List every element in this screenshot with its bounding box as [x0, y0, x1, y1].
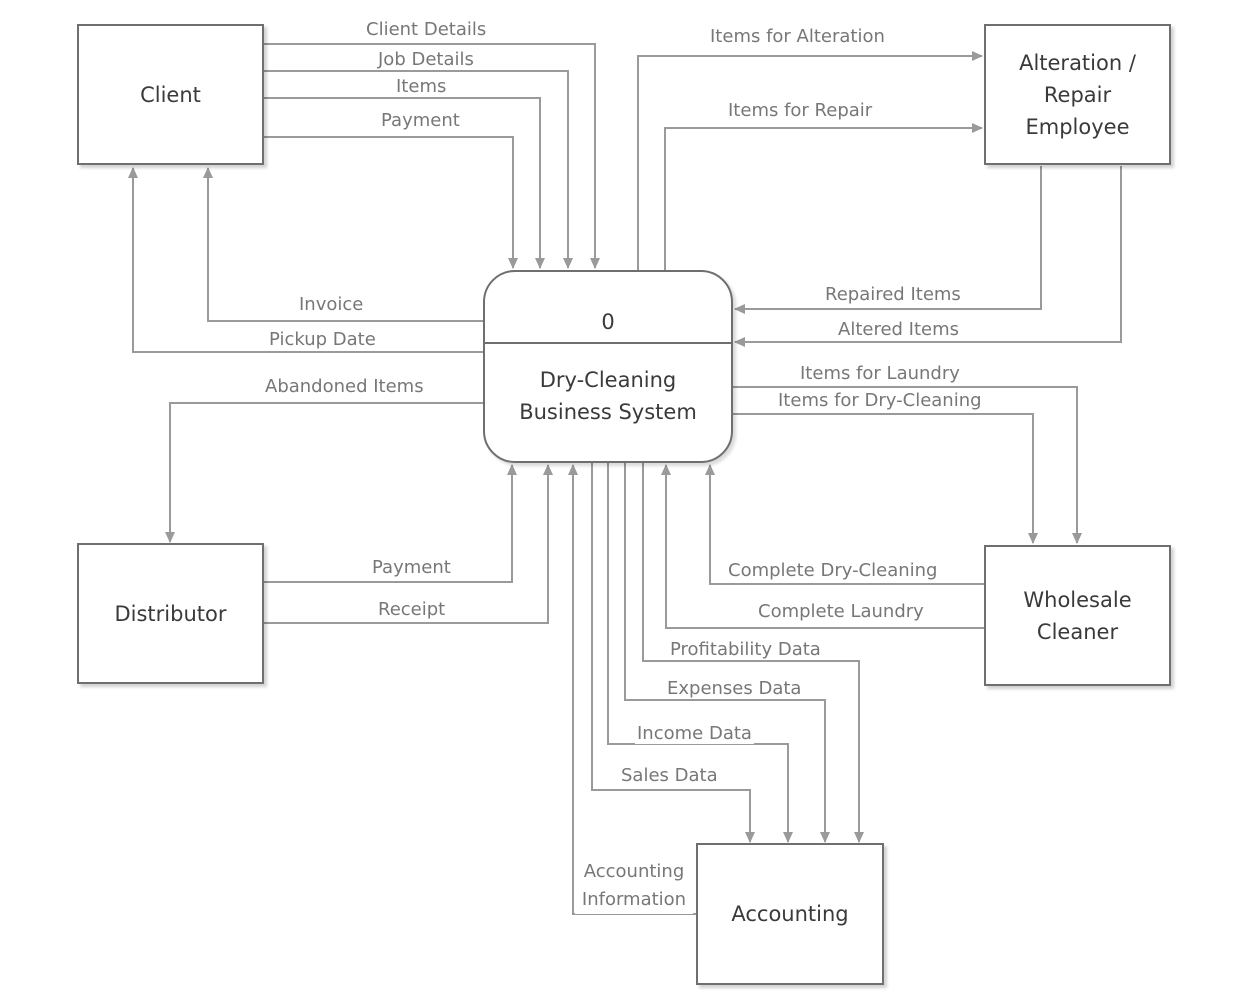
entity-distributor: Distributor [77, 543, 264, 684]
entity-client-label: Client [140, 82, 201, 107]
entity-alteration-repair-employee: Alteration / Repair Employee [984, 24, 1171, 165]
flow-complete-dry-cleaning [705, 464, 984, 585]
flow-repaired-items [734, 166, 1042, 314]
label-items-for-alteration: Items for Alteration [708, 26, 887, 47]
label-receipt: Receipt [376, 599, 448, 620]
flow-abandoned-items [165, 402, 483, 543]
flow-accounting-information [568, 464, 696, 915]
label-sales-data: Sales Data [619, 765, 720, 786]
label-repaired-items: Repaired Items [823, 284, 963, 305]
label-expenses-data: Expenses Data [665, 678, 804, 699]
flow-income-data [607, 463, 793, 843]
flow-items-for-dry-cleaning [733, 413, 1038, 544]
flow-items-for-laundry [733, 386, 1082, 544]
label-abandoned-items: Abandoned Items [263, 376, 426, 397]
process-divider [485, 342, 731, 344]
entity-wholesale-label: Wholesale Cleaner [1023, 587, 1132, 644]
label-items: Items [394, 76, 449, 97]
label-payment-client: Payment [379, 110, 462, 131]
flow-receipt [264, 464, 553, 624]
entity-accounting: Accounting [696, 843, 884, 985]
flow-client-details [264, 43, 600, 269]
label-income-data: Income Data [635, 723, 754, 744]
label-accounting-information: Accounting Information [575, 858, 693, 914]
flow-items [264, 97, 545, 269]
flow-pickup-date [128, 167, 483, 353]
entity-wholesale-cleaner: Wholesale Cleaner [984, 545, 1171, 686]
flow-payment-client [264, 136, 518, 269]
label-pickup-date: Pickup Date [267, 329, 378, 350]
flow-invoice [203, 167, 483, 322]
label-complete-dry-cleaning: Complete Dry-Cleaning [726, 560, 940, 581]
label-complete-laundry: Complete Laundry [756, 601, 926, 622]
flow-sales-data [591, 463, 755, 843]
flow-profitability-data [642, 463, 864, 843]
label-client-details: Client Details [364, 19, 489, 40]
flow-items-for-repair [664, 123, 983, 270]
label-invoice: Invoice [297, 294, 366, 315]
entity-client: Client [77, 24, 264, 165]
label-items-for-dry-cleaning: Items for Dry-Cleaning [776, 390, 984, 411]
flow-expenses-data [624, 463, 830, 843]
flow-payment-distributor [264, 464, 517, 583]
entity-alteration-label: Alteration / Repair Employee [1019, 50, 1136, 139]
label-payment-distributor: Payment [370, 557, 453, 578]
process-id: 0 [601, 310, 615, 334]
flow-job-details [264, 70, 573, 269]
label-profitability-data: Profitability Data [668, 639, 823, 660]
entity-accounting-label: Accounting [731, 902, 849, 926]
flow-complete-laundry [661, 464, 984, 629]
flow-items-for-alteration [637, 51, 983, 270]
label-altered-items: Altered Items [836, 319, 962, 340]
entity-distributor-label: Distributor [114, 601, 227, 626]
process-name: Dry-Cleaning Business System [485, 364, 731, 428]
label-items-for-laundry: Items for Laundry [798, 363, 962, 384]
process-dry-cleaning-system: 0 Dry-Cleaning Business System [483, 270, 733, 463]
label-accounting-information-text: Accounting Information [581, 861, 687, 910]
process-name-text: Dry-Cleaning Business System [519, 368, 697, 424]
label-items-for-repair: Items for Repair [726, 100, 875, 121]
flow-altered-items [734, 166, 1122, 347]
label-job-details: Job Details [376, 49, 476, 70]
